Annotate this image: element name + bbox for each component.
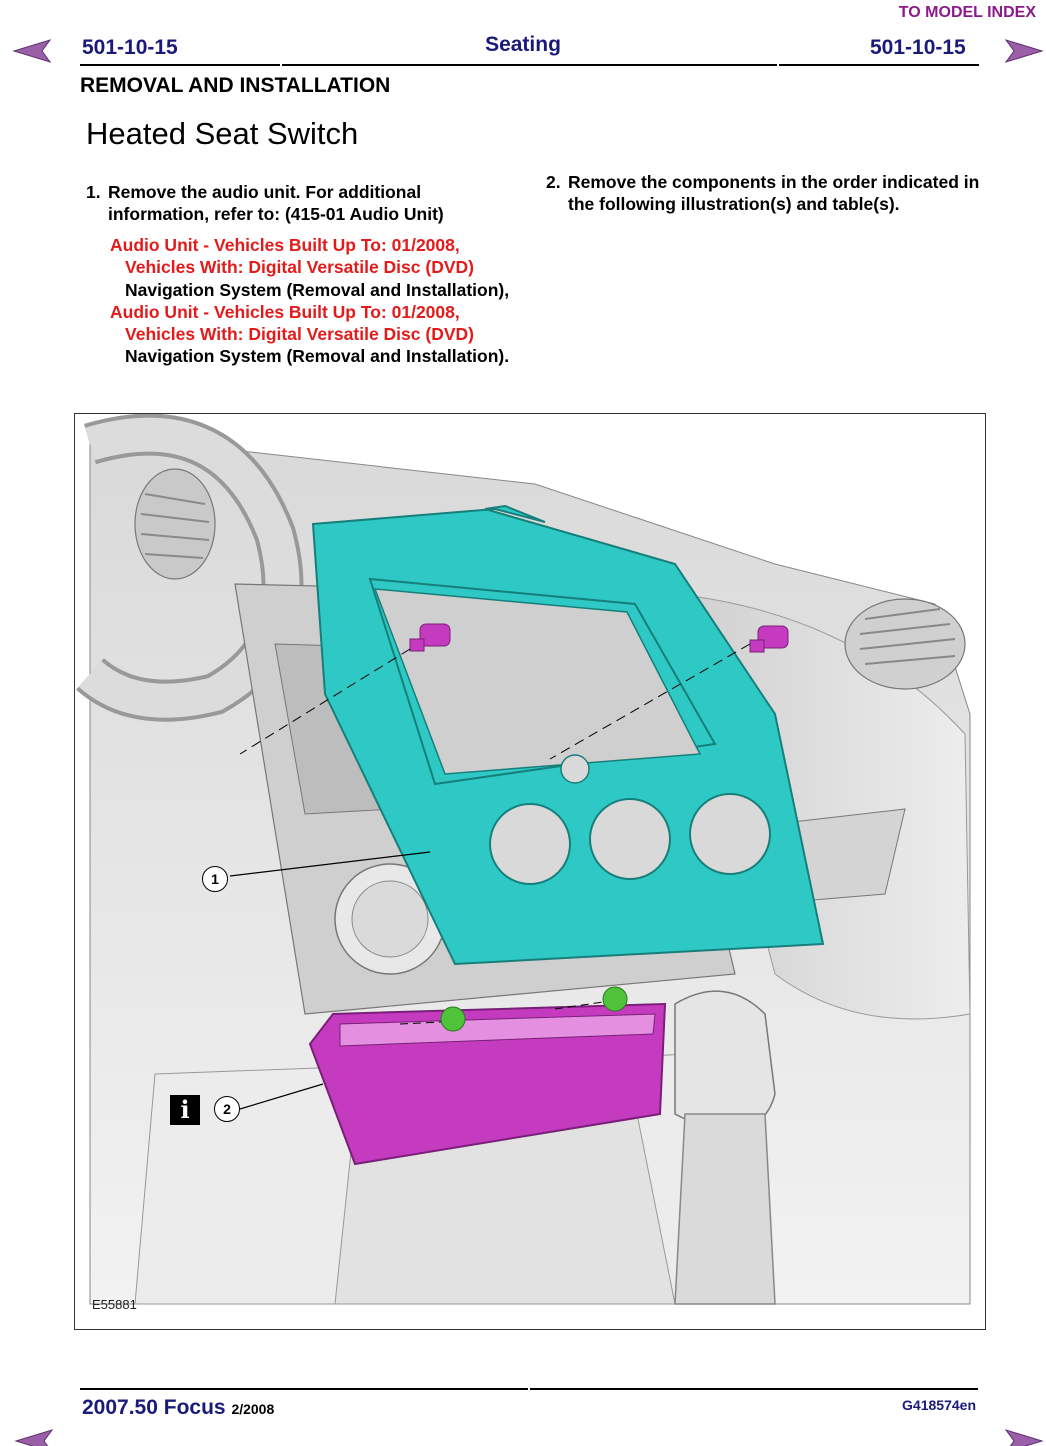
- switch-screw-right: [602, 986, 628, 1012]
- heated-seat-switch-panel: [308, 1002, 667, 1166]
- reference-link[interactable]: Audio Unit - Vehicles Built Up To: 01/20…: [110, 301, 474, 345]
- reference-link[interactable]: Audio Unit - Vehicles Built Up To: 01/20…: [110, 235, 474, 278]
- footer-rule-left: [80, 1388, 528, 1390]
- reference-suffix: Navigation System (Removal and Installat…: [125, 279, 510, 300]
- dashboard-illustration: [76, 413, 971, 1305]
- figure-id: E55881: [92, 1297, 137, 1312]
- step-number: 1.: [86, 182, 101, 202]
- to-model-index-link[interactable]: TO MODEL INDEX: [898, 4, 1036, 21]
- previous-page-arrow-icon[interactable]: [12, 38, 52, 64]
- step-text: Remove the audio unit. For additional in…: [108, 182, 444, 224]
- reference-item: Audio Unit - Vehicles Built Up To: 01/20…: [110, 234, 530, 301]
- previous-page-arrow-bottom-icon[interactable]: [14, 1428, 54, 1446]
- footer-doc-code: G418574en: [902, 1397, 976, 1413]
- header-rule-center: [282, 64, 777, 66]
- step-text: Remove the components in the order indic…: [568, 172, 980, 214]
- footer-model: 2007.50 Focus 2/2008: [82, 1396, 274, 1420]
- step-1: 1. Remove the audio unit. For additional…: [86, 181, 506, 225]
- callout-1: 1: [202, 866, 228, 892]
- reference-suffix: Navigation System (Removal and Installat…: [125, 346, 510, 367]
- footer-model-name: 2007.50 Focus: [82, 1396, 226, 1419]
- next-page-arrow-bottom-icon[interactable]: [1004, 1428, 1044, 1446]
- page-code-right: 501-10-15: [870, 36, 966, 59]
- info-icon[interactable]: i: [170, 1095, 200, 1125]
- trim-panel: [311, 504, 825, 966]
- next-page-arrow-icon[interactable]: [1004, 38, 1044, 64]
- callout-2: 2: [214, 1096, 240, 1122]
- chapter-title: Seating: [485, 33, 561, 56]
- trim-screw-right: [749, 625, 789, 653]
- header-rule-left: [80, 64, 280, 66]
- section-heading: REMOVAL AND INSTALLATION: [80, 74, 391, 97]
- footer-date: 2/2008: [231, 1401, 275, 1417]
- step-2: 2. Remove the components in the order in…: [546, 171, 986, 215]
- illustration-frame: [74, 413, 986, 1330]
- page-title: Heated Seat Switch: [86, 116, 359, 151]
- reference-list: Audio Unit - Vehicles Built Up To: 01/20…: [110, 234, 530, 368]
- footer-rule-right: [530, 1388, 978, 1390]
- switch-screw-left: [440, 1006, 466, 1032]
- step-number: 2.: [546, 172, 561, 192]
- page-code-left: 501-10-15: [82, 36, 178, 59]
- trim-screw-left: [409, 623, 451, 652]
- header-rule-right: [779, 64, 979, 66]
- reference-item: Audio Unit - Vehicles Built Up To: 01/20…: [110, 301, 530, 368]
